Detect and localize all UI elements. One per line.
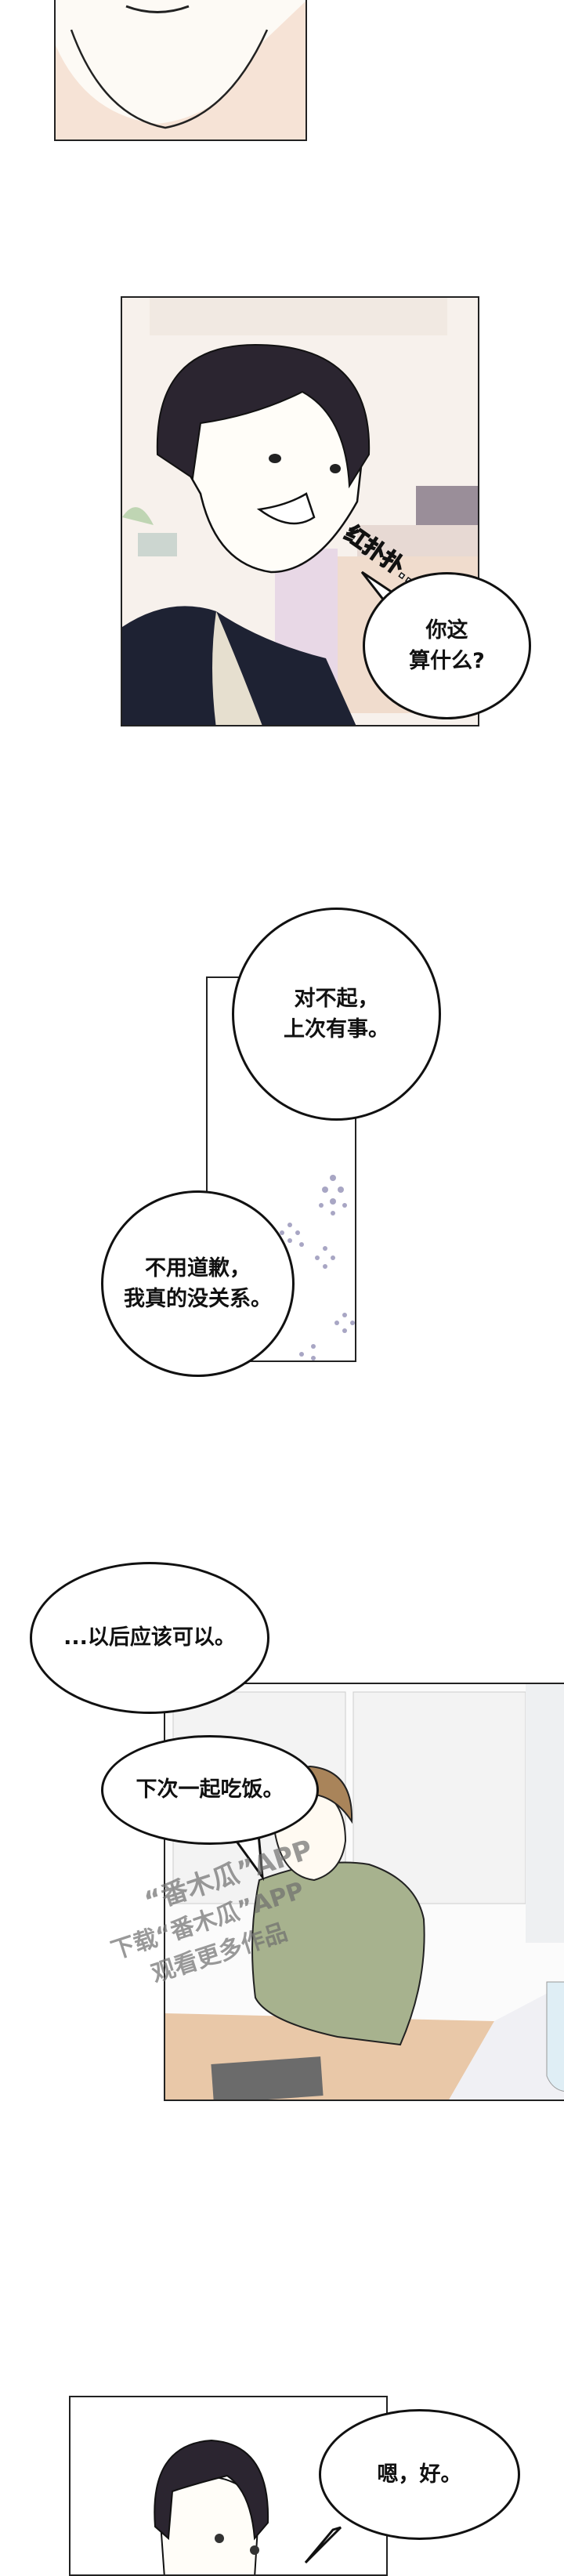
dialogue-text: 对不起， 上次有事。: [284, 986, 389, 1042]
dialogue-text: 你这 算什么?: [409, 618, 485, 673]
dialogue-text: ...以后应该可以。: [63, 1625, 236, 1650]
speech-bubble: 不用道歉， 我真的没关系。: [101, 1190, 295, 1377]
dialogue-text: 不用道歉， 我真的没关系。: [124, 1255, 272, 1311]
speech-bubble: 下次一起吃饭。: [101, 1735, 319, 1845]
sparkle-dots-decoration: [280, 1175, 355, 1360]
man-green-sweater-illustration: [165, 1684, 564, 2100]
speech-bubble: 对不起， 上次有事。: [232, 908, 441, 1121]
face-chin-illustration: [56, 1, 306, 139]
speech-bubble: ...以后应该可以。: [30, 1562, 269, 1714]
panel-1: [54, 0, 307, 141]
speech-bubble: 嗯，好。: [319, 2409, 520, 2540]
dialogue-text: 嗯，好。: [377, 2462, 462, 2487]
speech-bubble: 你这 算什么?: [363, 572, 531, 719]
dialogue-text: 下次一起吃饭。: [136, 1777, 284, 1802]
bubble-tail: [304, 2526, 342, 2564]
